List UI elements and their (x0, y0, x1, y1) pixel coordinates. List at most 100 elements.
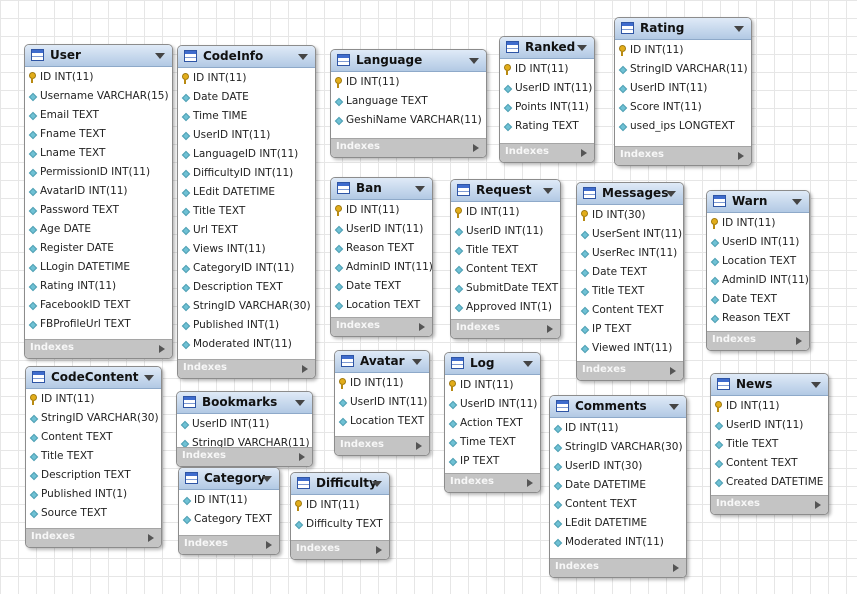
table-header[interactable]: Difficulty (291, 473, 389, 495)
indexes-footer[interactable]: Indexes (335, 436, 429, 455)
column-row[interactable]: PermissionID INT(11) (25, 163, 172, 182)
column-row[interactable]: Location TEXT (331, 296, 432, 315)
indexes-footer[interactable]: Indexes (291, 540, 389, 559)
table-header[interactable]: Warn (707, 191, 809, 213)
expand-arrow-icon[interactable] (159, 345, 165, 353)
column-row[interactable]: Lname TEXT (25, 144, 172, 163)
column-row[interactable]: StringID VARCHAR(11) (177, 434, 312, 453)
column-row[interactable]: UserRec INT(11) (577, 244, 683, 263)
column-row[interactable]: ID INT(11) (335, 374, 429, 393)
indexes-footer[interactable]: Indexes (177, 447, 312, 466)
column-row[interactable]: Reason TEXT (331, 239, 432, 258)
column-row[interactable]: AdminID INT(11) (707, 271, 809, 290)
column-row[interactable]: StringID VARCHAR(11) (615, 60, 751, 79)
expand-arrow-icon[interactable] (416, 442, 422, 450)
indexes-footer[interactable]: Indexes (577, 361, 683, 380)
column-row[interactable]: Date DATE (178, 88, 315, 107)
column-row[interactable]: StringID VARCHAR(30) (550, 438, 686, 457)
collapse-arrow-icon[interactable] (155, 53, 165, 59)
column-row[interactable]: ID INT(11) (331, 73, 486, 92)
column-row[interactable]: UserID INT(11) (178, 126, 315, 145)
column-row[interactable]: ID INT(11) (445, 376, 540, 395)
column-row[interactable]: IP TEXT (577, 320, 683, 339)
table-header[interactable]: Messages (577, 183, 683, 205)
column-row[interactable]: ID INT(11) (615, 41, 751, 60)
column-row[interactable]: ID INT(11) (179, 491, 279, 510)
column-row[interactable]: UserID INT(11) (177, 415, 312, 434)
column-row[interactable]: Title TEXT (178, 202, 315, 221)
column-row[interactable]: ID INT(11) (451, 203, 560, 222)
column-row[interactable]: Language TEXT (331, 92, 486, 111)
collapse-arrow-icon[interactable] (415, 186, 425, 192)
column-row[interactable]: LLogin DATETIME (25, 258, 172, 277)
indexes-footer[interactable]: Indexes (615, 146, 751, 165)
column-row[interactable]: UserID INT(11) (500, 79, 594, 98)
indexes-footer[interactable]: Indexes (26, 528, 161, 547)
column-row[interactable]: Email TEXT (25, 106, 172, 125)
column-row[interactable]: Fname TEXT (25, 125, 172, 144)
column-row[interactable]: CategoryID INT(11) (178, 259, 315, 278)
collapse-arrow-icon[interactable] (295, 400, 305, 406)
column-row[interactable]: Username VARCHAR(15) (25, 87, 172, 106)
column-row[interactable]: StringID VARCHAR(30) (178, 297, 315, 316)
column-row[interactable]: Title TEXT (577, 282, 683, 301)
collapse-arrow-icon[interactable] (298, 54, 308, 60)
indexes-footer[interactable]: Indexes (25, 339, 172, 358)
table-header[interactable]: CodeInfo (178, 46, 315, 68)
indexes-footer[interactable]: Indexes (179, 535, 279, 554)
collapse-arrow-icon[interactable] (372, 481, 382, 487)
expand-arrow-icon[interactable] (148, 534, 154, 542)
indexes-footer[interactable]: Indexes (178, 359, 315, 378)
column-row[interactable]: LEdit DATETIME (178, 183, 315, 202)
column-row[interactable]: UserSent INT(11) (577, 225, 683, 244)
collapse-arrow-icon[interactable] (792, 199, 802, 205)
column-row[interactable]: Content TEXT (26, 428, 161, 447)
column-row[interactable]: Title TEXT (26, 447, 161, 466)
expand-arrow-icon[interactable] (815, 501, 821, 509)
column-row[interactable]: Register DATE (25, 239, 172, 258)
column-row[interactable]: Score INT(11) (615, 98, 751, 117)
column-row[interactable]: Difficulty TEXT (291, 515, 389, 534)
column-row[interactable]: UserID INT(11) (707, 233, 809, 252)
indexes-footer[interactable]: Indexes (550, 558, 686, 577)
column-row[interactable]: UserID INT(11) (451, 222, 560, 241)
expand-arrow-icon[interactable] (670, 367, 676, 375)
column-row[interactable]: Date TEXT (577, 263, 683, 282)
table-header[interactable]: User (25, 45, 172, 67)
column-row[interactable]: UserID INT(11) (331, 220, 432, 239)
collapse-arrow-icon[interactable] (734, 26, 744, 32)
column-row[interactable]: DifficultyID INT(11) (178, 164, 315, 183)
column-row[interactable]: Age DATE (25, 220, 172, 239)
collapse-arrow-icon[interactable] (523, 361, 533, 367)
column-row[interactable]: ID INT(11) (331, 201, 432, 220)
column-row[interactable]: Description TEXT (178, 278, 315, 297)
column-row[interactable]: Time TEXT (445, 433, 540, 452)
indexes-footer[interactable]: Indexes (331, 317, 432, 336)
column-row[interactable]: ID INT(11) (500, 60, 594, 79)
indexes-footer[interactable]: Indexes (445, 473, 540, 492)
column-row[interactable]: UserID INT(11) (711, 416, 828, 435)
table-header[interactable]: Rating (615, 18, 751, 40)
column-row[interactable]: IP TEXT (445, 452, 540, 471)
expand-arrow-icon[interactable] (473, 144, 479, 152)
column-row[interactable]: Time TIME (178, 107, 315, 126)
table-header[interactable]: Request (451, 180, 560, 202)
column-row[interactable]: LEdit DATETIME (550, 514, 686, 533)
table-header[interactable]: Avatar (335, 351, 429, 373)
expand-arrow-icon[interactable] (299, 453, 305, 461)
column-row[interactable]: AvatarID INT(11) (25, 182, 172, 201)
column-row[interactable]: LanguageID INT(11) (178, 145, 315, 164)
column-row[interactable]: ID INT(11) (26, 390, 161, 409)
column-row[interactable]: ID INT(11) (707, 214, 809, 233)
table-header[interactable]: Ban (331, 178, 432, 200)
column-row[interactable]: SubmitDate TEXT (451, 279, 560, 298)
table-header[interactable]: Bookmarks (177, 392, 312, 414)
column-row[interactable]: UserID INT(11) (615, 79, 751, 98)
